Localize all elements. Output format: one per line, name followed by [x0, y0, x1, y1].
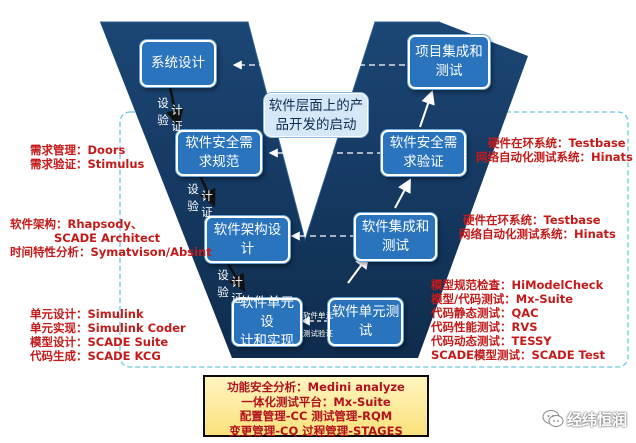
left-requirements-tools: 需求管理：Doors 需求验证：Stimulus	[30, 143, 145, 171]
software-level-start-label: 软件层面上的产品开发的启动	[264, 93, 368, 137]
left-architecture-tools: 软件架构：Rhapsody、 SCADE Architect 时间特性分析：Sy…	[10, 217, 212, 259]
left-flow-arrows	[166, 86, 246, 293]
watermark-text: 经纬恒润	[567, 410, 628, 429]
unit-test-box: 软件单元测试	[328, 298, 403, 346]
software-safety-verification-box: 软件安全需求验证	[381, 130, 466, 176]
right-safety-verification-tools: 硬件在环系统：Testbase 网络自动化测试系统：Hinats	[476, 136, 633, 164]
unit-design-implementation-box: 软件单元设计和实现	[232, 295, 302, 349]
verification-arrows	[232, 60, 405, 326]
wechat-icon	[542, 410, 564, 427]
right-unit-test-tools: 模型规范检查：HiModelCheck 模型/代码测试：Mx-Suite 代码静…	[431, 278, 606, 362]
v-shape	[100, 22, 528, 358]
watermark: 经纬恒润	[542, 407, 627, 431]
software-safety-requirements-box: 软件安全需求规范	[176, 130, 262, 176]
right-integration-tools: 硬件在环系统：Testbase 网络自动化测试系统：Hinats	[459, 213, 616, 241]
software-integration-test-box: 软件集成和测试	[354, 213, 437, 261]
software-architecture-box: 软件架构设计	[205, 216, 290, 263]
left-unit-tools: 单元设计：Simulink 单元实现：Simulink Coder 模型设计：S…	[30, 307, 186, 363]
v-shape-highlight	[100, 21, 440, 242]
process-tools-box: 功能安全分析：Medini analyze 一体化测试平台：Mx-Suite 配…	[203, 375, 429, 438]
unit-small-label-bottom: 测试验证	[303, 329, 333, 338]
system-design-box: 系统设计	[140, 40, 216, 87]
unit-small-label-top: 软件单元	[303, 311, 333, 320]
project-integration-test-box: 项目集成和测试	[408, 35, 490, 89]
